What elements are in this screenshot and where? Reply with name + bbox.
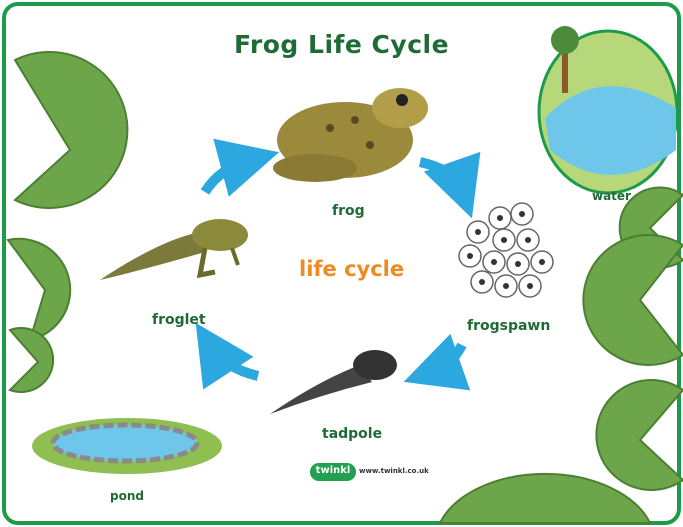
page-title: Frog Life Cycle (0, 30, 683, 59)
stage-label-froglet: froglet (152, 312, 206, 328)
center-label: life cycle (299, 257, 404, 281)
habitat-label-water: water (592, 189, 631, 203)
stage-label-tadpole: tadpole (322, 426, 382, 442)
habitat-label-pond: pond (110, 489, 144, 503)
pond-icon (32, 418, 222, 474)
stage-label-frogspawn: frogspawn (467, 318, 550, 334)
brand-logo-text: twinkl (310, 465, 356, 476)
brand-url: www.twinkl.co.uk (359, 467, 429, 475)
stage-label-frog: frog (332, 203, 365, 219)
brand-logo: twinkl (310, 463, 356, 481)
